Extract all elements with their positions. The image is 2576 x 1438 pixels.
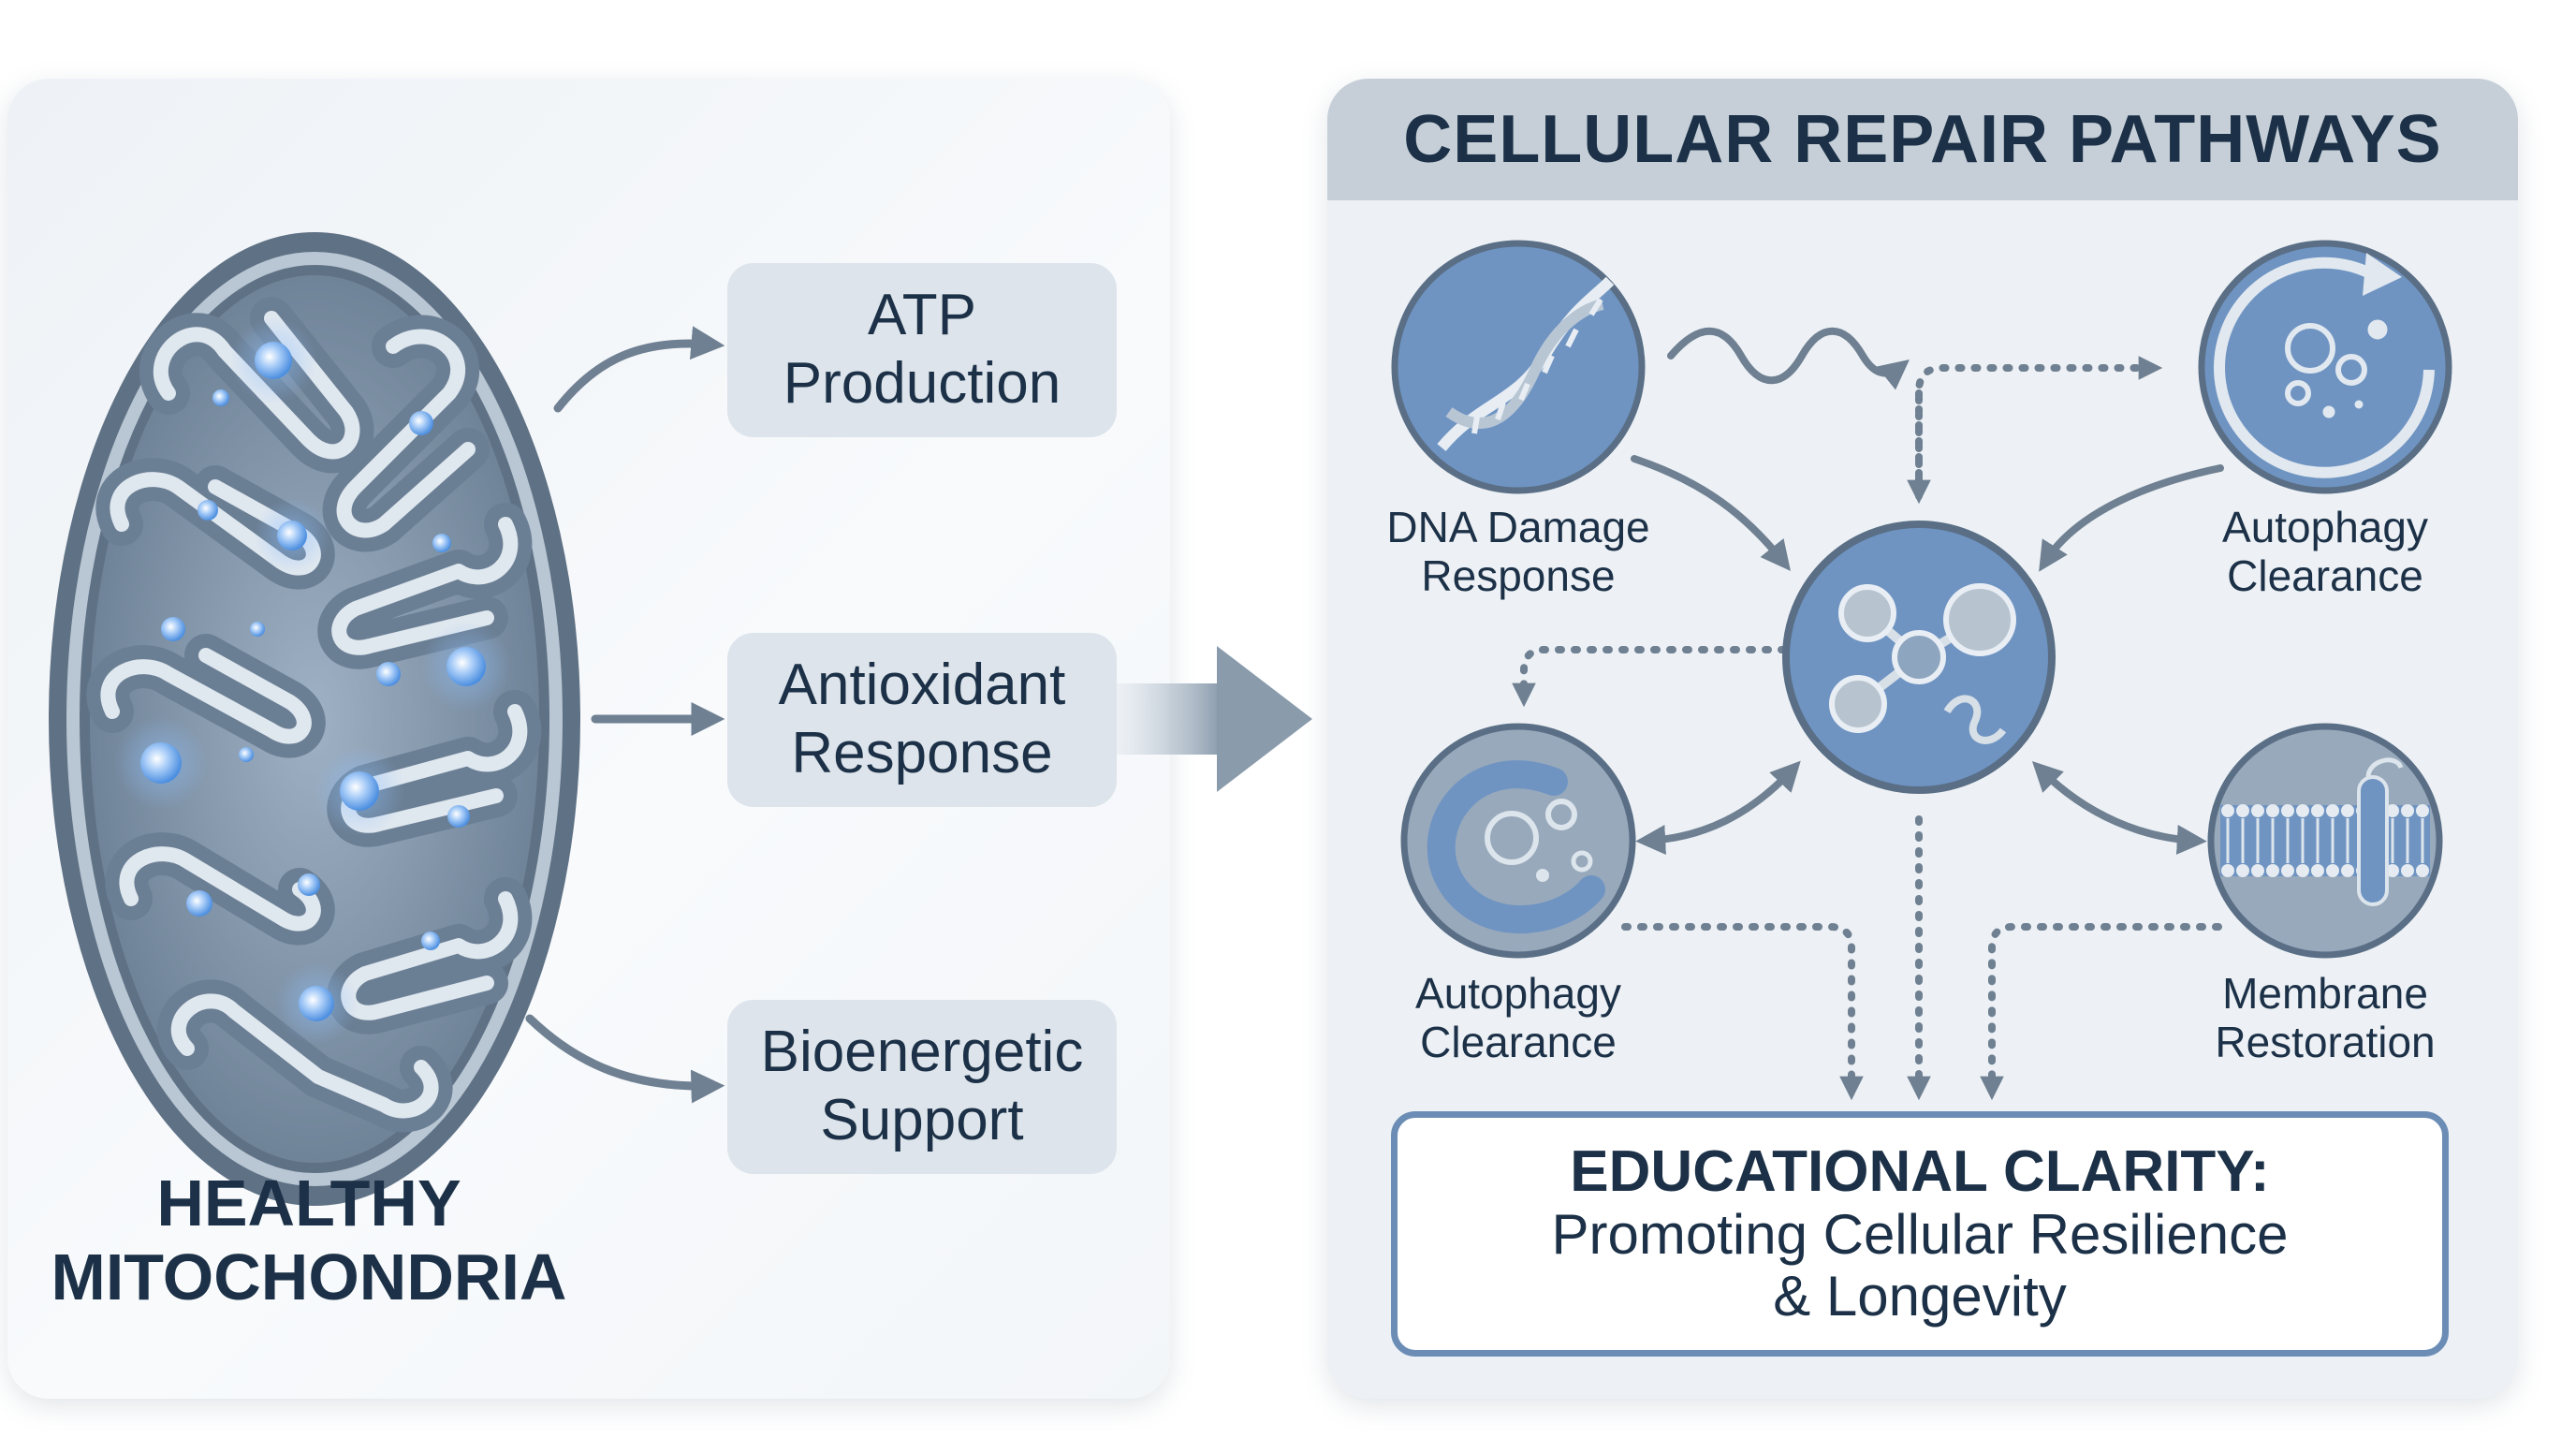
lipid-head (2296, 804, 2309, 817)
lipid-head (2236, 864, 2249, 877)
label-membrane-restoration: Membrane Restoration (2215, 969, 2436, 1066)
label-autophagy-clearance-top: Autophagy Clearance (2222, 503, 2428, 600)
lipid-head (2266, 864, 2279, 877)
lipid-head (2326, 804, 2339, 817)
lipid-head (2311, 864, 2324, 877)
lipid-head (2251, 804, 2264, 817)
mitochondrion-illustration (49, 232, 580, 1206)
membrane-icon (2220, 757, 2430, 906)
arrow-dna-to-hub (1631, 455, 1791, 571)
lipid-head (2281, 864, 2294, 877)
conclusion-heading: EDUCATIONAL CLARITY: (1570, 1138, 2270, 1204)
lipid-head (2401, 864, 2414, 877)
transition-arrow (1116, 646, 1312, 792)
lipid-head (2251, 864, 2264, 877)
dna-icon (1437, 276, 1615, 451)
lipid-head (2341, 864, 2354, 877)
conclusion-box: EDUCATIONAL CLARITY: Promoting Cellular … (1391, 1111, 2449, 1357)
arrow-to-atp (553, 326, 725, 413)
lipid-head (2311, 804, 2324, 817)
label-dna-damage-response: DNA Damage Response (1386, 503, 1650, 600)
arrow-hub-membrane (2031, 760, 2207, 855)
dotted-connectors (1512, 356, 2222, 1101)
lipid-head (2296, 864, 2309, 877)
pathway-connectors (1631, 327, 2224, 856)
benefit-arrows (525, 326, 725, 1104)
lipid-head (2416, 864, 2429, 877)
autophagy-node-bottom (1400, 723, 1636, 959)
benefit-atp-production: ATP Production (727, 263, 1117, 437)
benefit-antioxidant-response: Antioxidant Response (727, 633, 1117, 807)
mitochondria-title: HEALTHY MITOCHONDRIA (51, 1167, 567, 1314)
autophagy-node-top (2198, 240, 2452, 494)
conclusion-text: Promoting Cellular Resilience & Longevit… (1551, 1203, 2289, 1328)
molecule-icon (1829, 583, 2016, 744)
lipid-head (2221, 864, 2234, 877)
autophagosome-icon (1427, 760, 1605, 934)
arrow-autophagy-to-hub (2039, 464, 2224, 572)
panel-title: CELLULAR REPAIR PATHWAYS (1403, 102, 2442, 177)
lipid-head (2326, 864, 2339, 877)
arrow-to-bioenergetic (525, 1014, 725, 1104)
dna-damage-node (1391, 240, 1646, 494)
dna-wave-signal (1667, 327, 1910, 390)
matrix-particles (114, 317, 511, 1045)
label-autophagy-clearance-bottom: Autophagy Clearance (1415, 969, 1621, 1066)
arrow-hub-autophagosome (1635, 760, 1801, 856)
panel-header: CELLULAR REPAIR PATHWAYS (1327, 79, 2518, 200)
lipid-head (2266, 804, 2279, 817)
lipid-head (2386, 804, 2399, 817)
recycle-cell-icon (2214, 253, 2435, 478)
lipid-heads (2221, 804, 2429, 877)
lipid-head (2221, 804, 2234, 817)
lipid-head (2386, 864, 2399, 877)
lipid-head (2281, 804, 2294, 817)
central-hub-node (1782, 521, 2056, 794)
lipid-head (2341, 804, 2354, 817)
lipid-head (2236, 804, 2249, 817)
lipid-head (2401, 804, 2414, 817)
lipid-head (2416, 804, 2429, 817)
benefit-bioenergetic-support: Bioenergetic Support (727, 1000, 1117, 1174)
membrane-node (2207, 723, 2443, 959)
